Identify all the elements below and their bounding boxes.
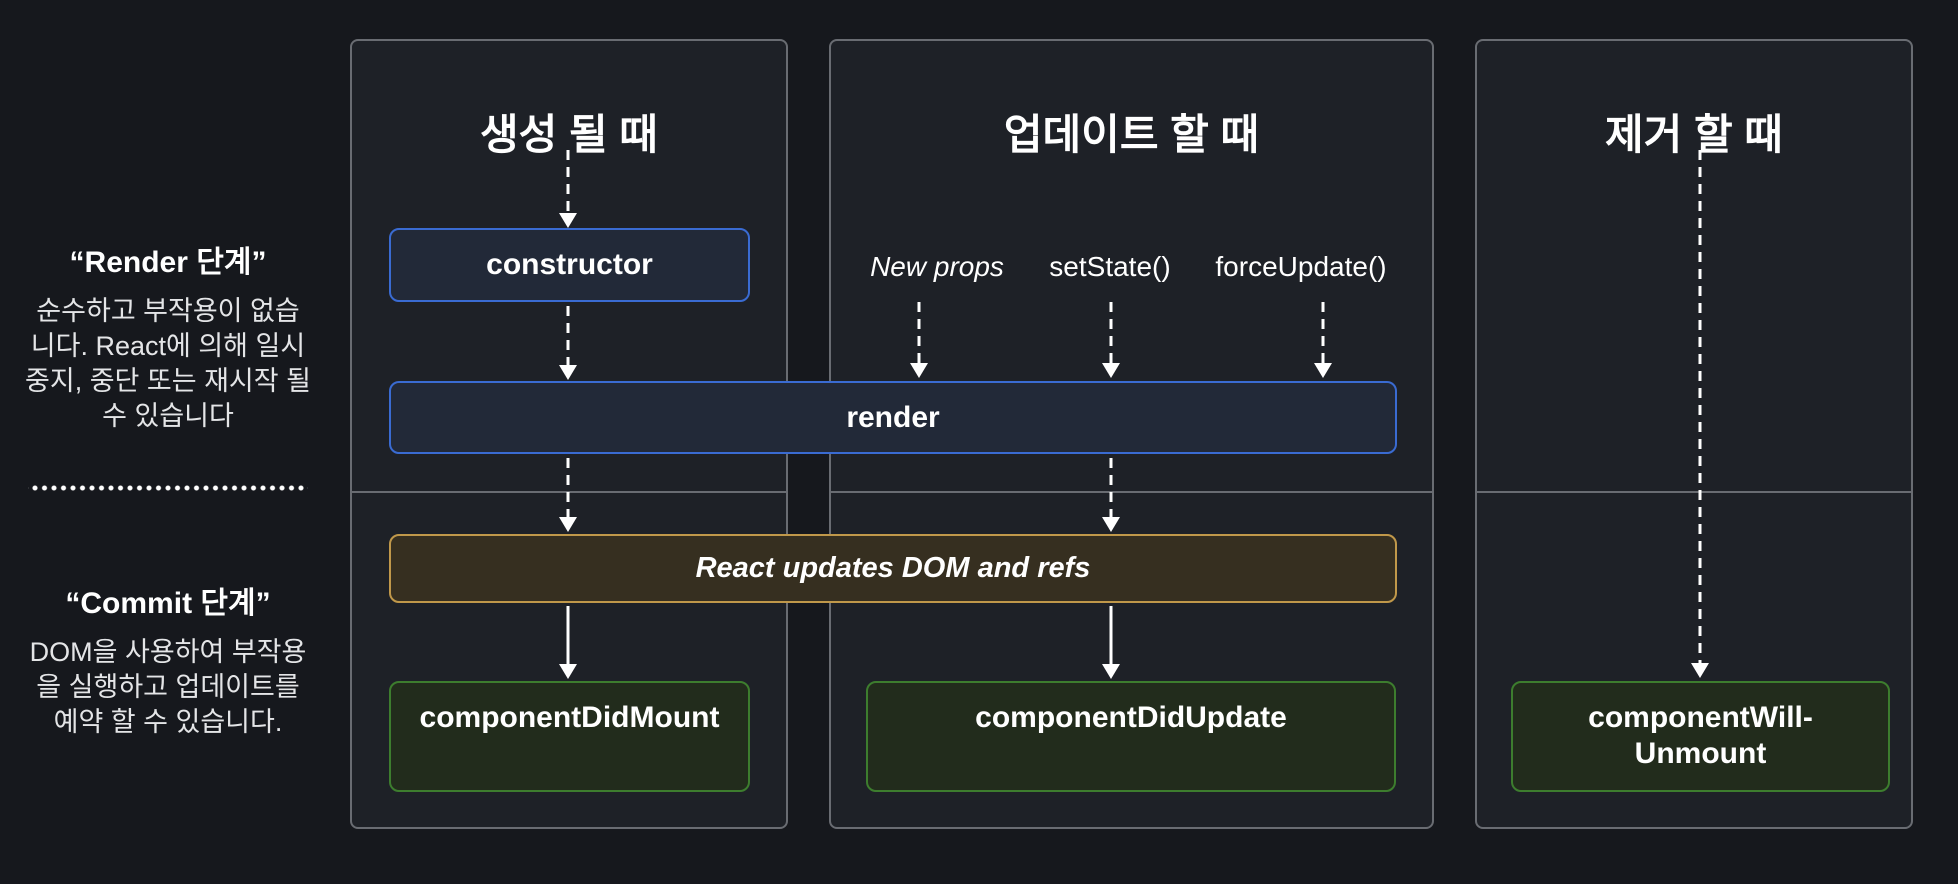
commit-phase-description: DOM을 사용하여 부작용 을 실행하고 업데이트를 예약 할 수 있습니다. <box>18 635 318 740</box>
arrow-stem <box>566 458 570 518</box>
arrow-down-solid-icon <box>559 606 577 679</box>
arrow-down-dashed-icon <box>910 302 928 378</box>
arrow-down-dashed-icon <box>1102 302 1120 378</box>
arrow-stem <box>1698 150 1702 664</box>
arrow-down-dashed-icon <box>1691 150 1709 678</box>
arrow-head-icon <box>1691 663 1709 678</box>
node-component-did-mount: componentDidMount <box>389 681 750 792</box>
trigger-new-props: New props <box>870 251 1004 282</box>
trigger-set-state: setState() <box>1049 251 1171 282</box>
panel-title-removed: 제거 할 때 <box>1605 111 1783 158</box>
render-phase-description: 순수하고 부작용이 없습 니다. React에 의해 일시 중지, 중단 또는 … <box>18 294 318 434</box>
node-constructor: constructor <box>389 228 750 302</box>
commit-phase-note: “Commit 단계” DOM을 사용하여 부작용 을 실행하고 업데이트를 예… <box>18 586 318 740</box>
arrow-head-icon <box>1102 664 1120 679</box>
render-phase-note: “Render 단계” 순수하고 부작용이 없습 니다. React에 의해 일… <box>18 245 318 434</box>
arrow-down-dashed-icon <box>559 150 577 228</box>
arrow-head-icon <box>559 213 577 228</box>
node-react-updates-dom: React updates DOM and refs <box>389 534 1397 603</box>
component-will-unmount-label: componentWill- Unmount <box>1588 700 1813 772</box>
arrow-head-icon <box>1102 363 1120 378</box>
render-phase-title: “Render 단계” <box>69 246 267 279</box>
panel-title-updated: 업데이트 할 때 <box>1003 111 1260 158</box>
arrow-stem <box>566 306 570 366</box>
arrow-stem <box>566 606 570 665</box>
arrow-down-solid-icon <box>1102 606 1120 679</box>
arrow-stem <box>917 302 921 364</box>
arrow-down-dashed-icon <box>1314 302 1332 378</box>
phase-split-line <box>1477 491 1911 493</box>
node-component-did-update: componentDidUpdate <box>866 681 1396 792</box>
arrow-down-dashed-icon <box>559 306 577 380</box>
render-phase-line: 수 있습니다 <box>102 401 234 431</box>
arrow-stem <box>1321 302 1325 364</box>
commit-phase-title: “Commit 단계” <box>65 587 271 620</box>
node-component-will-unmount: componentWill- Unmount <box>1511 681 1890 792</box>
phase-divider-dotted-line <box>28 485 308 491</box>
arrow-head-icon <box>559 517 577 532</box>
node-render: render <box>389 381 1397 454</box>
phase-split-line <box>831 491 1432 493</box>
commit-phase-line: DOM을 사용하여 부작용 <box>29 637 307 667</box>
component-will-unmount-line1: componentWill- <box>1588 701 1813 734</box>
arrow-head-icon <box>559 365 577 380</box>
arrow-head-icon <box>1102 517 1120 532</box>
commit-phase-line: 예약 할 수 있습니다. <box>53 707 283 737</box>
arrow-down-dashed-icon <box>1102 458 1120 532</box>
arrow-stem <box>566 150 570 214</box>
arrow-stem <box>1109 606 1113 665</box>
render-phase-line: 니다. React에 의해 일시 <box>30 331 306 361</box>
arrow-stem <box>1109 458 1113 518</box>
arrow-head-icon <box>559 664 577 679</box>
trigger-force-update: forceUpdate() <box>1215 251 1387 282</box>
arrow-head-icon <box>1314 363 1332 378</box>
arrow-down-dashed-icon <box>559 458 577 532</box>
component-will-unmount-line2: Unmount <box>1634 737 1767 770</box>
arrow-stem <box>1109 302 1113 364</box>
commit-phase-line: 을 실행하고 업데이트를 <box>36 672 300 702</box>
render-phase-line: 중지, 중단 또는 재시작 될 <box>25 366 311 396</box>
arrow-head-icon <box>910 363 928 378</box>
render-phase-line: 순수하고 부작용이 없습 <box>36 296 300 326</box>
